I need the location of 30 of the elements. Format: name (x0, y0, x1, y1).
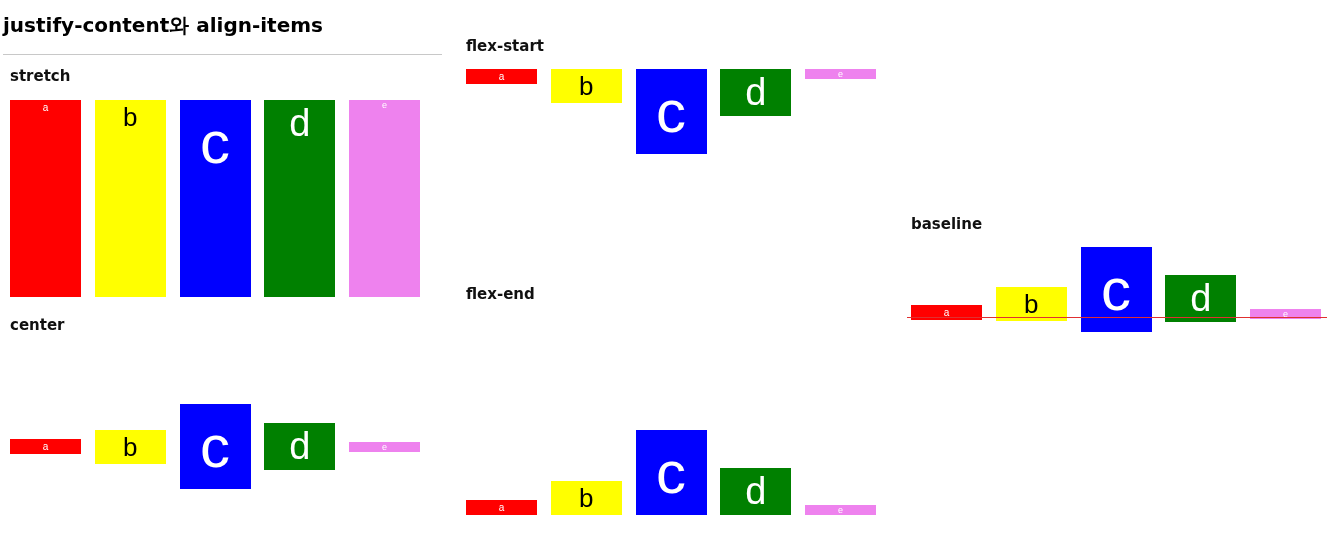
letter-box: e (805, 69, 876, 79)
letter-box: d (720, 69, 792, 116)
title: justify-content와 align-items (3, 12, 323, 38)
letter-box: a (10, 100, 81, 297)
letter-box: c (1080, 247, 1152, 332)
letter-box: d (720, 468, 792, 515)
letter-box: d (264, 423, 336, 470)
section-heading: baseline (911, 215, 983, 233)
letter-box: d (264, 100, 336, 297)
letter-box: a (466, 69, 537, 84)
letter-box: b (995, 287, 1067, 321)
section-heading: center (10, 316, 65, 334)
letter-box: c (635, 69, 707, 154)
letter-box: c (635, 430, 707, 515)
letter-box: a (466, 500, 537, 515)
section-heading: stretch (10, 67, 71, 85)
section-heading: flex-start (466, 37, 544, 55)
letter-box: b (94, 100, 166, 297)
letter-box: b (550, 69, 622, 103)
letter-box: b (550, 481, 622, 515)
letter-box: e (349, 441, 420, 452)
letter-box: c (179, 100, 251, 297)
section-heading: flex-end (466, 285, 535, 303)
letter-box: d (1165, 275, 1237, 322)
letter-box: b (94, 429, 166, 464)
letter-box: e (349, 100, 420, 297)
letter-box: e (1250, 309, 1321, 319)
letter-box: c (179, 404, 251, 489)
letter-box: a (10, 439, 81, 454)
letter-box: e (805, 505, 876, 515)
